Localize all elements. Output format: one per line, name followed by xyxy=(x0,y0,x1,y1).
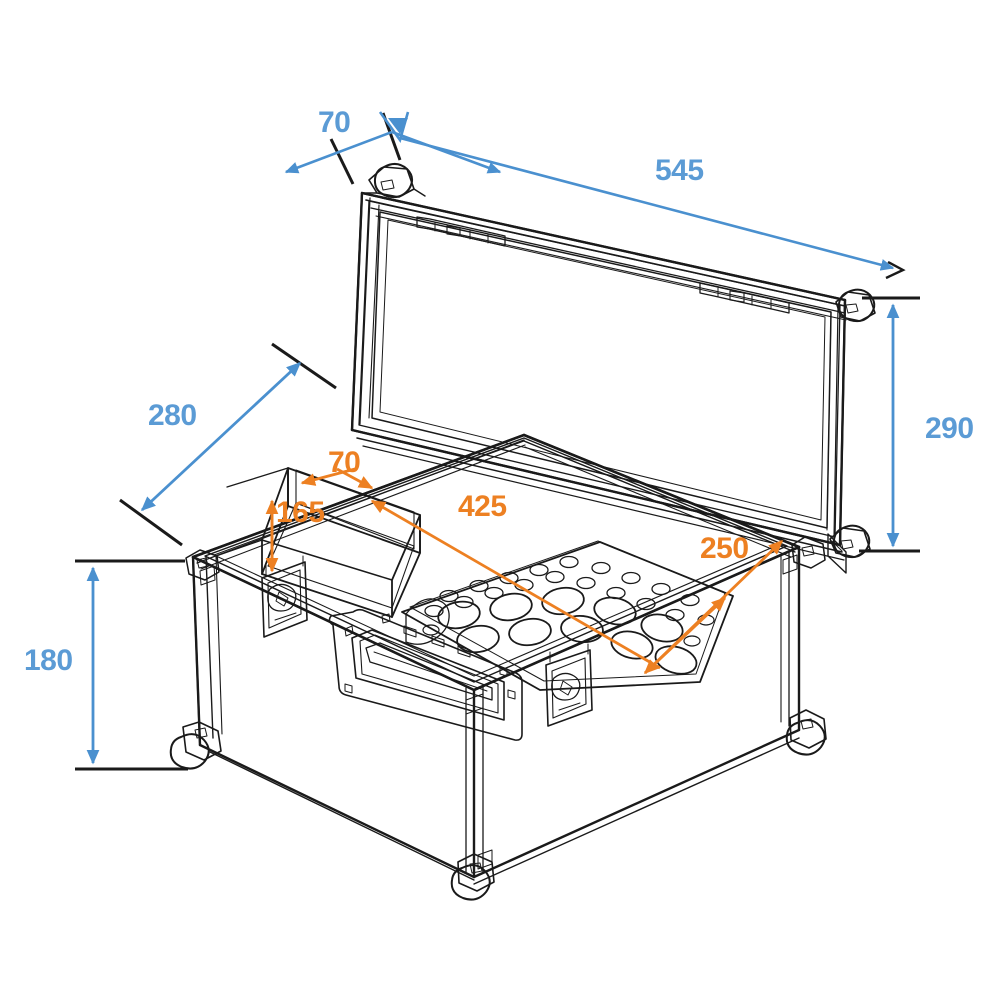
ball-corner xyxy=(185,549,220,581)
ball-corner xyxy=(791,536,826,569)
case-lid xyxy=(350,163,876,574)
ball-corner xyxy=(785,709,827,756)
dimension-interior-depth-165: 165 xyxy=(265,496,325,573)
dimension-body-height-180: 180 xyxy=(24,559,188,771)
ball-corner xyxy=(450,853,495,901)
case-body-front xyxy=(191,545,801,885)
dimension-lid-depth-70: 70 xyxy=(284,106,502,185)
dimension-label-165: 165 xyxy=(276,496,325,529)
dimension-label-180: 180 xyxy=(24,644,73,677)
dimension-length-545: 545 xyxy=(399,136,906,280)
ball-corner xyxy=(835,288,876,323)
case-line-art xyxy=(169,163,876,901)
dimension-interior-length-425: 425 xyxy=(370,490,661,670)
recessed-handle xyxy=(328,608,523,741)
ball-corner xyxy=(169,721,222,770)
dimension-label-250: 250 xyxy=(700,532,749,565)
foam-hole-large xyxy=(437,586,684,643)
dimension-interior-width-250: 250 xyxy=(643,532,784,675)
dimension-label-70-divider: 70 xyxy=(328,446,360,479)
exterior-dimension-group: 70 545 280 290 xyxy=(24,106,974,771)
dimension-label-425: 425 xyxy=(458,490,507,523)
ball-corner xyxy=(829,524,871,559)
dimension-divider-width-70: 70 xyxy=(300,446,374,490)
ball-corner xyxy=(361,163,426,199)
interior-dimension-group: 70 165 425 250 xyxy=(265,446,784,675)
dimension-label-70-lid: 70 xyxy=(318,106,350,139)
dimension-label-290: 290 xyxy=(925,412,974,445)
dimension-label-545: 545 xyxy=(655,154,704,187)
dimension-depth-280: 280 xyxy=(119,342,337,547)
dimension-label-280: 280 xyxy=(148,399,197,432)
butterfly-latch xyxy=(261,555,308,638)
butterfly-latch xyxy=(545,643,593,727)
dimension-lid-height-290: 290 xyxy=(859,296,974,553)
case-body-rim xyxy=(191,433,801,692)
